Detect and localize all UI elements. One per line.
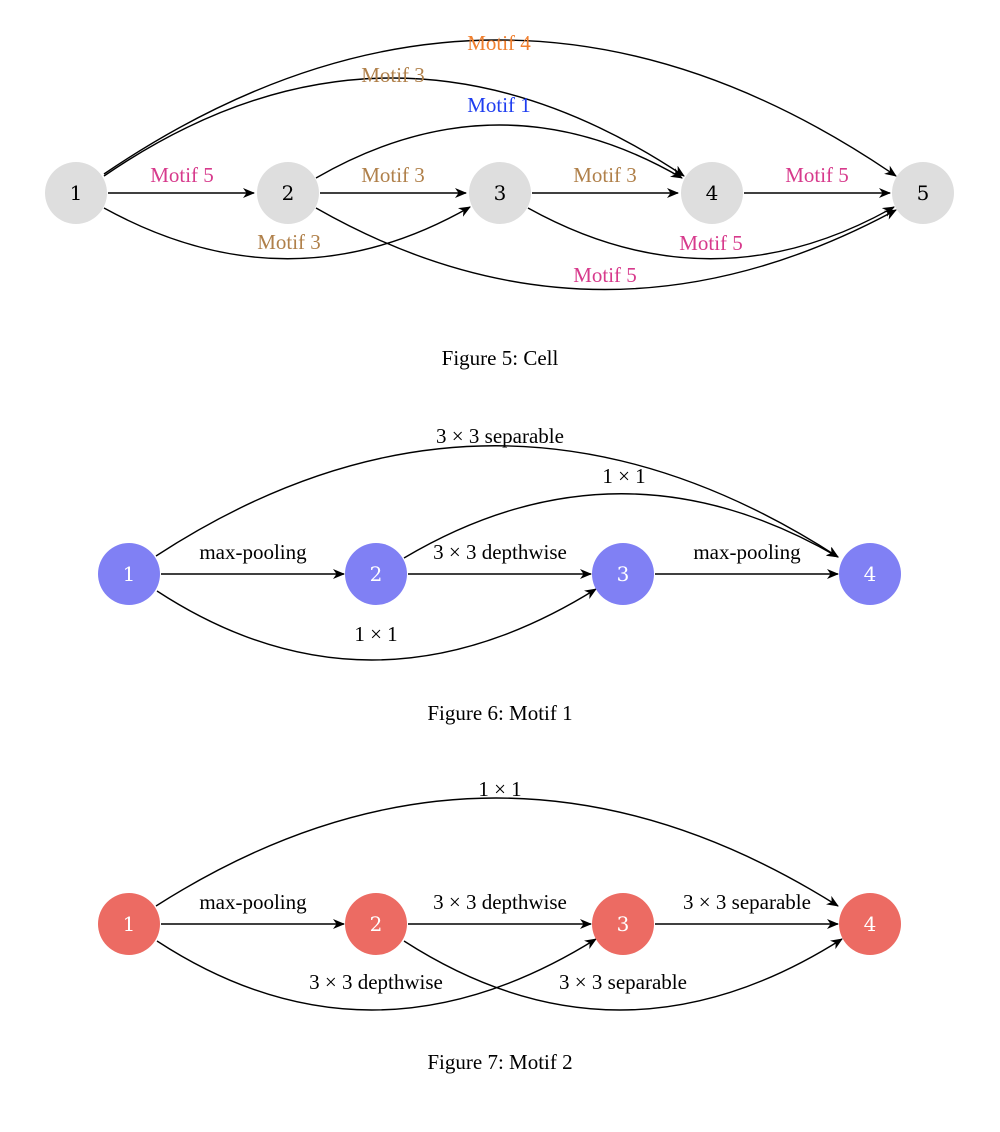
edge-label-3-4: Motif 3	[573, 163, 637, 187]
node-1: 1	[45, 162, 107, 224]
edge-label-3-4: max-pooling	[693, 540, 801, 564]
edge-3-5	[527, 206, 895, 260]
svg-text:4: 4	[864, 912, 877, 936]
edge-2-4	[315, 124, 683, 179]
node-2: 2	[345, 893, 407, 955]
edge-label-1-3: Motif 3	[257, 230, 321, 254]
edge-label-2-4: Motif 1	[467, 93, 531, 117]
node-1: 1	[98, 893, 160, 955]
edge-2-4	[403, 938, 843, 1011]
edge-1-3	[103, 206, 471, 260]
edge-1-4	[155, 797, 839, 907]
figure-cell: Motif 5 Motif 3 Motif 3 Motif 5 Motif 3 …	[45, 31, 954, 370]
edge-1-4	[103, 77, 685, 177]
svg-text:1: 1	[123, 912, 136, 936]
edge-label-1-4: Motif 3	[361, 63, 425, 87]
edge-label-1-5: Motif 4	[467, 31, 531, 55]
edge-label-2-4: 1 × 1	[602, 464, 645, 488]
edge-label-2-4: 3 × 3 separable	[559, 970, 687, 994]
edge-1-5	[103, 39, 897, 177]
node-2: 2	[257, 162, 319, 224]
svg-text:1: 1	[70, 181, 83, 205]
svg-text:2: 2	[370, 912, 383, 936]
edge-2-4	[403, 493, 839, 559]
edge-label-3-4: 3 × 3 separable	[683, 890, 811, 914]
edge-label-1-4: 3 × 3 separable	[436, 424, 564, 448]
node-3: 3	[592, 543, 654, 605]
svg-text:3: 3	[617, 912, 630, 936]
node-4: 4	[839, 893, 901, 955]
edge-label-2-3: 3 × 3 depthwise	[433, 540, 567, 564]
edge-label-3-5: Motif 5	[679, 231, 743, 255]
edge-label-1-3: 3 × 3 depthwise	[309, 970, 443, 994]
figure-motif-1: max-pooling 3 × 3 depthwise max-pooling …	[98, 424, 901, 725]
edge-label-1-2: max-pooling	[199, 890, 307, 914]
edge-label-1-4: 1 × 1	[478, 777, 521, 801]
figure-caption: Figure 7: Motif 2	[427, 1050, 572, 1074]
figure-caption: Figure 6: Motif 1	[427, 701, 572, 725]
edge-label-1-2: Motif 5	[150, 163, 214, 187]
svg-text:3: 3	[617, 562, 630, 586]
edge-1-3	[156, 938, 597, 1011]
node-4: 4	[681, 162, 743, 224]
edge-label-2-5: Motif 5	[573, 263, 637, 287]
node-3: 3	[469, 162, 531, 224]
svg-text:2: 2	[282, 181, 295, 205]
svg-text:1: 1	[123, 562, 136, 586]
svg-text:3: 3	[494, 181, 507, 205]
svg-text:2: 2	[370, 562, 383, 586]
figure-caption: Figure 5: Cell	[442, 346, 559, 370]
edge-label-2-3: Motif 3	[361, 163, 425, 187]
svg-text:4: 4	[706, 181, 719, 205]
svg-text:5: 5	[917, 181, 930, 205]
edge-1-4	[155, 445, 839, 558]
edge-label-1-3: 1 × 1	[354, 622, 397, 646]
edge-label-1-2: max-pooling	[199, 540, 307, 564]
svg-text:4: 4	[864, 562, 877, 586]
node-3: 3	[592, 893, 654, 955]
node-5: 5	[892, 162, 954, 224]
edge-label-4-5: Motif 5	[785, 163, 849, 187]
edge-1-3	[156, 588, 597, 661]
figure-motif-2: max-pooling 3 × 3 depthwise 3 × 3 separa…	[98, 777, 901, 1074]
node-2: 2	[345, 543, 407, 605]
node-4: 4	[839, 543, 901, 605]
node-1: 1	[98, 543, 160, 605]
edge-label-2-3: 3 × 3 depthwise	[433, 890, 567, 914]
edge-2-5	[315, 207, 897, 291]
